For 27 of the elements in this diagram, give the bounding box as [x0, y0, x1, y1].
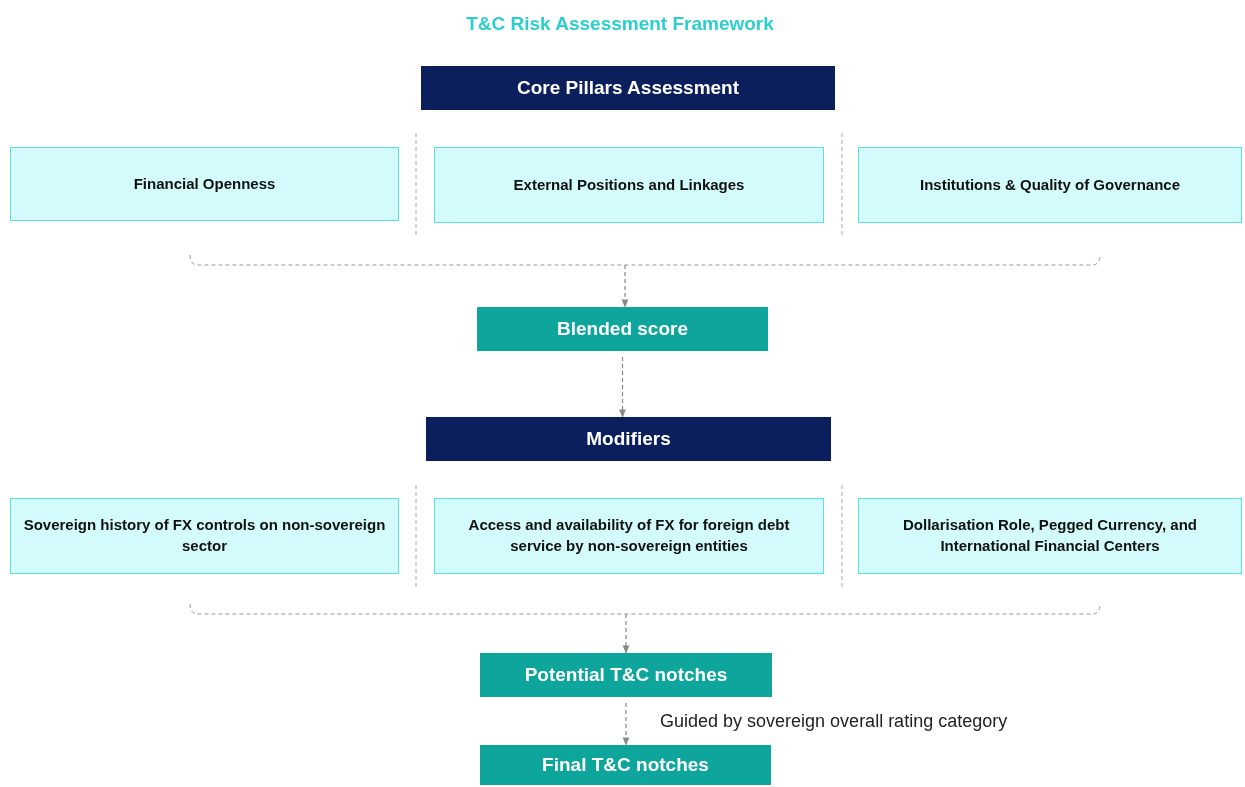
- arrow: [621, 264, 629, 308]
- box-text: Potential T&C notches: [524, 662, 728, 687]
- title: T&C Risk Assessment Framework: [465, 12, 775, 36]
- result-box: [480, 745, 771, 785]
- arrow: [622, 702, 630, 746]
- result-box: [477, 307, 768, 351]
- box-text: Sovereign history of FX controls on non-sovereign sector: [23, 515, 386, 556]
- box-text: Dollarisation Role, Pegged Currency, and International Financial Centers: [902, 515, 1198, 556]
- box-text: Final T&C notches: [542, 752, 709, 777]
- box-text: Modifiers: [586, 426, 671, 451]
- pillar-box: [10, 147, 399, 221]
- arrow: [619, 356, 626, 418]
- box-text: Financial Openness: [133, 173, 276, 194]
- header-bar: [421, 66, 835, 110]
- box-text: Core Pillars Assessment: [516, 75, 740, 100]
- pillar-box: [858, 498, 1242, 574]
- box-text: Blended score: [557, 316, 688, 341]
- result-box: [480, 653, 772, 697]
- pillar-box: [434, 498, 824, 574]
- pillar-box: [434, 147, 824, 223]
- box-text: Access and availability of FX for foreign debt service by non-sovereign entities: [467, 515, 791, 556]
- arrow: [622, 613, 630, 654]
- header-bar: [426, 417, 831, 461]
- pillar-box: [858, 147, 1242, 223]
- pillar-box: [10, 498, 399, 574]
- box-text: External Positions and Linkages: [513, 174, 745, 195]
- box-text: Institutions & Quality of Governance: [919, 174, 1180, 195]
